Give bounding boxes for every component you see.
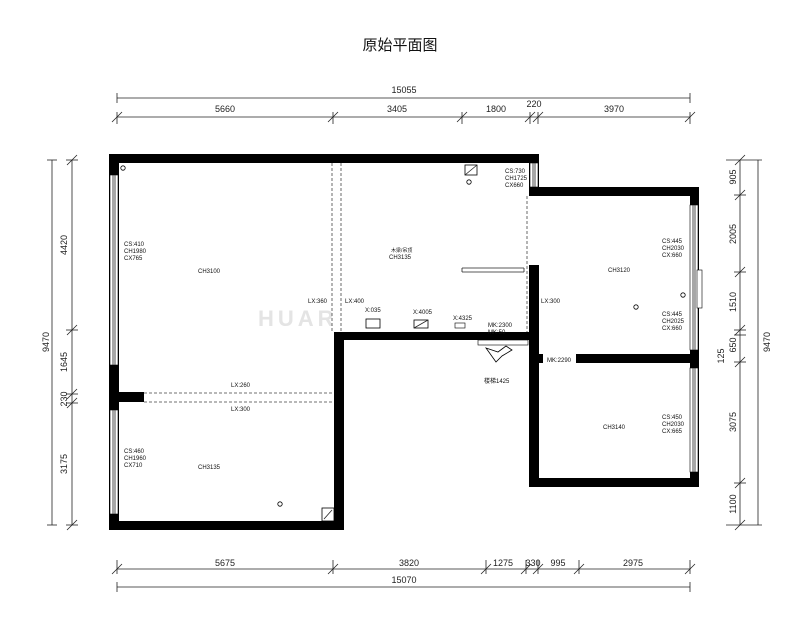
center-window-ch: CH1725 xyxy=(505,176,528,182)
dim-top-5: 3970 xyxy=(604,104,624,114)
tr-window1-cs: CS:445 xyxy=(662,239,683,245)
br-ceiling-height: CH3140 xyxy=(603,425,626,431)
bl-window-cs: CS:460 xyxy=(124,449,145,455)
tr-window1-cx: CX:660 xyxy=(662,253,683,259)
lx360-label: LX:360 xyxy=(308,299,328,305)
bl-window-ch: CH1960 xyxy=(124,456,147,462)
dim-top-total: 15055 xyxy=(391,85,416,95)
dim-right-outer: 9470 xyxy=(762,332,772,352)
left-dimension-lines xyxy=(47,154,78,531)
bottom-dimension-lines xyxy=(111,560,696,592)
tl-ceiling-height: CH3100 xyxy=(198,269,221,275)
lx300-left-label: LX:300 xyxy=(231,407,251,413)
dim-top-4: 220 xyxy=(526,99,541,109)
dim-right-4: 125 xyxy=(716,348,726,363)
bl-ceiling-height: CH3135 xyxy=(198,465,221,471)
drain-circle-2 xyxy=(466,179,472,185)
tr-window2-cs: CS:445 xyxy=(662,312,683,318)
x035-label: X:035 xyxy=(365,308,381,314)
br-window-cs: CS:450 xyxy=(662,415,683,421)
lx260-label: LX:260 xyxy=(231,383,251,389)
mk-sub-label: MK:50 xyxy=(488,330,506,336)
lx400-label: LX:400 xyxy=(345,299,365,305)
tl-window-cs: CS:410 xyxy=(124,242,145,248)
tl-window-ch: CH1980 xyxy=(124,249,147,255)
dim-bottom-6: 2975 xyxy=(623,558,643,568)
dim-bottom-1: 5675 xyxy=(215,558,235,568)
dim-right-1: 905 xyxy=(728,169,738,184)
x4325-label: X:4325 xyxy=(453,316,473,322)
dim-left-outer: 9470 xyxy=(41,332,51,352)
beam-lines xyxy=(144,163,528,403)
dim-top-2: 3405 xyxy=(387,104,407,114)
br-window-ch: CH2030 xyxy=(662,422,685,428)
floor-label: 楼梯1425 xyxy=(484,377,510,385)
drain-circle-1 xyxy=(120,165,126,171)
walls xyxy=(109,154,699,530)
center-ceiling-height: CH3135 xyxy=(389,255,412,261)
dim-right-7: 1100 xyxy=(728,494,738,513)
bl-window-cx: CX710 xyxy=(124,463,143,469)
dim-top-1: 5660 xyxy=(215,104,235,114)
center-window-cs: CS:730 xyxy=(505,169,526,175)
tr-window2-cx: CX:660 xyxy=(662,326,683,332)
dim-left-3: 230 xyxy=(59,391,69,406)
page-title: 原始平面图 xyxy=(362,36,437,54)
dim-bottom-2: 3820 xyxy=(399,558,419,568)
dim-left-4: 3175 xyxy=(59,454,69,474)
x4005-label: X:4005 xyxy=(413,310,433,316)
drain-circle-3 xyxy=(633,304,639,310)
dim-top-3: 1800 xyxy=(486,104,506,114)
watermark: HUAR xyxy=(258,306,338,331)
dim-right-6: 3075 xyxy=(728,412,738,432)
dim-bottom-4: 330 xyxy=(525,558,540,568)
br-window-cx: CX:665 xyxy=(662,429,683,435)
dim-left-1: 4420 xyxy=(59,235,69,255)
drain-circle-4 xyxy=(680,292,686,298)
dim-bottom-3: 1275 xyxy=(493,558,513,568)
center-window-cx: CX660 xyxy=(505,183,524,189)
dim-left-2: 1645 xyxy=(59,352,69,372)
tr-ceiling-height: CH3120 xyxy=(608,268,631,274)
fixtures xyxy=(321,164,529,522)
mk-top-label: MK:2300 xyxy=(488,323,513,329)
tr-window2-ch: CH2025 xyxy=(662,319,685,325)
windows xyxy=(109,162,703,515)
dim-bottom-5: 995 xyxy=(550,558,565,568)
dim-bottom-total: 15070 xyxy=(391,575,416,585)
drain-circle-5 xyxy=(277,501,283,507)
mk2290-label: MK:2290 xyxy=(547,358,572,364)
dim-right-3: 1510 xyxy=(728,292,738,312)
center-ceiling-note: 木梁/吊顶 xyxy=(391,247,412,254)
right-dimension-lines xyxy=(726,154,762,531)
tr-window1-ch: CH2030 xyxy=(662,246,685,252)
dim-right-2: 2005 xyxy=(728,224,738,244)
top-dimension-lines xyxy=(111,93,696,124)
dim-right-5: 650 xyxy=(728,337,738,352)
tl-window-cx: CX765 xyxy=(124,256,143,262)
lx300-right-label: LX:300 xyxy=(541,299,561,305)
